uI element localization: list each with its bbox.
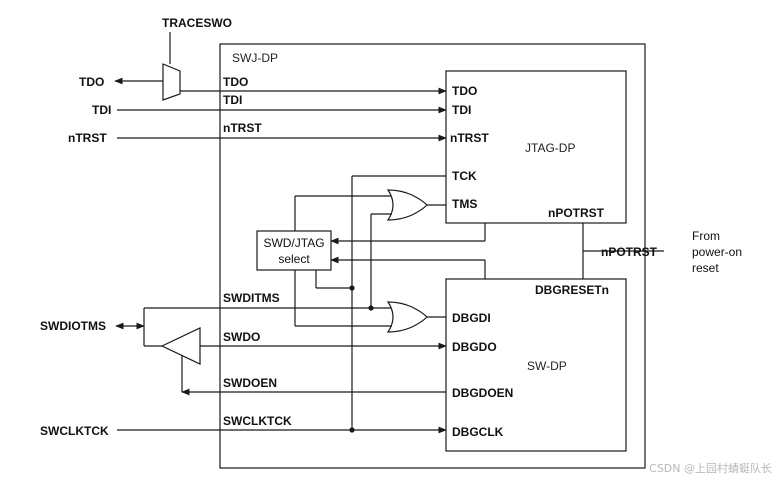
- junction-dot: [349, 285, 355, 291]
- sw-dp-box: [445, 278, 627, 452]
- pin-ntrst: nTRST: [68, 131, 107, 145]
- sw-dp-title: SW-DP: [527, 359, 567, 373]
- select-label-line1: SWD/JTAG: [263, 236, 324, 250]
- pin-tdo: TDO: [79, 75, 104, 89]
- jtag-port-ntrst: nTRST: [450, 131, 489, 145]
- tristate-buffer: [160, 327, 201, 365]
- swd-jtag-select-box: [256, 230, 332, 271]
- signal-tdo: TDO: [223, 75, 248, 89]
- pin-tdi: TDI: [92, 103, 111, 117]
- pin-swclktck: SWCLKTCK: [40, 424, 109, 438]
- signal-swdoen: SWDOEN: [223, 376, 277, 390]
- signal-ntrst: nTRST: [223, 121, 262, 135]
- select-label-line2: select: [278, 252, 310, 266]
- junction-dot: [349, 427, 355, 433]
- jtag-port-tck: TCK: [452, 169, 477, 183]
- sw-port-dbgdo: DBGDO: [452, 340, 497, 354]
- jtag-dp-box: [445, 70, 627, 224]
- sw-port-dbgresetn: DBGRESETn: [535, 283, 609, 297]
- pin-swdiotms: SWDIOTMS: [40, 319, 106, 333]
- signal-tdi: TDI: [223, 93, 242, 107]
- jtag-port-npotrst: nPOTRST: [548, 206, 605, 220]
- watermark-text: CSDN @上园村蜻蜓队长: [649, 461, 772, 475]
- jtag-port-tdi: TDI: [452, 103, 471, 117]
- jtag-port-tms: TMS: [452, 197, 477, 211]
- power-on-note-line3: reset: [692, 261, 719, 275]
- junction-dot: [368, 305, 374, 311]
- or-gate-dbgdi: [386, 301, 428, 333]
- pin-traceswo: TRACESWO: [162, 16, 232, 30]
- signal-swditms: SWDITMS: [223, 291, 280, 305]
- signal-npotrst: nPOTRST: [601, 245, 658, 259]
- sw-port-dbgdoen: DBGDOEN: [452, 386, 513, 400]
- power-on-note-line2: power-on: [692, 245, 742, 259]
- sw-port-dbgclk: DBGCLK: [452, 425, 504, 439]
- jtag-dp-title: JTAG-DP: [525, 141, 575, 155]
- sw-port-dbgdi: DBGDI: [452, 311, 491, 325]
- power-on-note-line1: From: [692, 229, 720, 243]
- signal-swclktck: SWCLKTCK: [223, 414, 292, 428]
- traceswo-mux: [162, 63, 181, 101]
- or-gate-tms: [386, 189, 428, 221]
- jtag-port-tdo: TDO: [452, 84, 477, 98]
- swj-dp-title: SWJ-DP: [232, 51, 278, 65]
- signal-swdo: SWDO: [223, 330, 260, 344]
